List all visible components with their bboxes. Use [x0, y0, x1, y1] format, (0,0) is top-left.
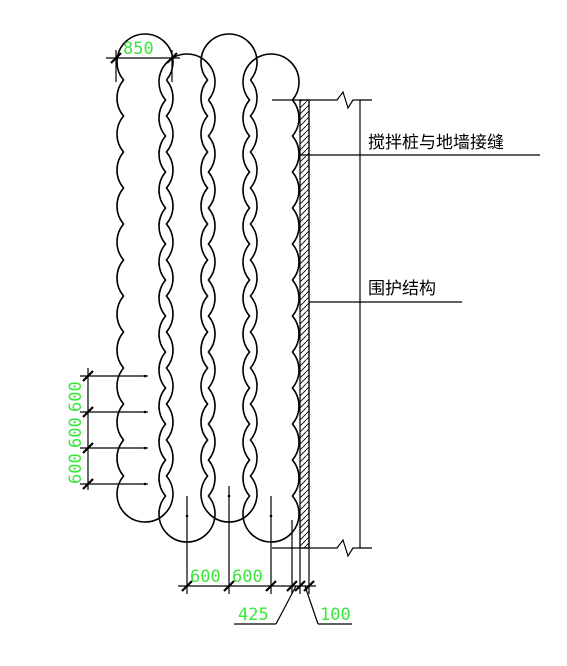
dim-pile-diameter: 850	[123, 39, 154, 59]
retaining-label: 围护结构	[368, 279, 436, 299]
diaphragm-wall	[299, 99, 310, 549]
pile-column	[242, 53, 300, 543]
dim-bottom-1: 600	[190, 567, 221, 587]
dim-wall-thickness: 100	[320, 605, 351, 625]
pile-column	[158, 53, 216, 543]
top-dimension	[106, 50, 180, 82]
pile-column	[200, 33, 258, 523]
dim-left-3: 600	[66, 453, 86, 484]
joint-label: 搅拌桩与地墙接缝	[368, 133, 504, 153]
dim-bottom-2: 600	[232, 567, 263, 587]
bottom-dimension	[178, 486, 352, 625]
dim-offset: 425	[238, 605, 269, 625]
dim-left-1: 600	[66, 381, 86, 412]
left-dimension	[80, 368, 148, 490]
break-line-bottom	[272, 538, 372, 558]
pile-column	[116, 33, 174, 523]
pile-group	[116, 33, 300, 543]
break-line-top	[272, 90, 372, 110]
dim-left-2: 600	[66, 417, 86, 448]
